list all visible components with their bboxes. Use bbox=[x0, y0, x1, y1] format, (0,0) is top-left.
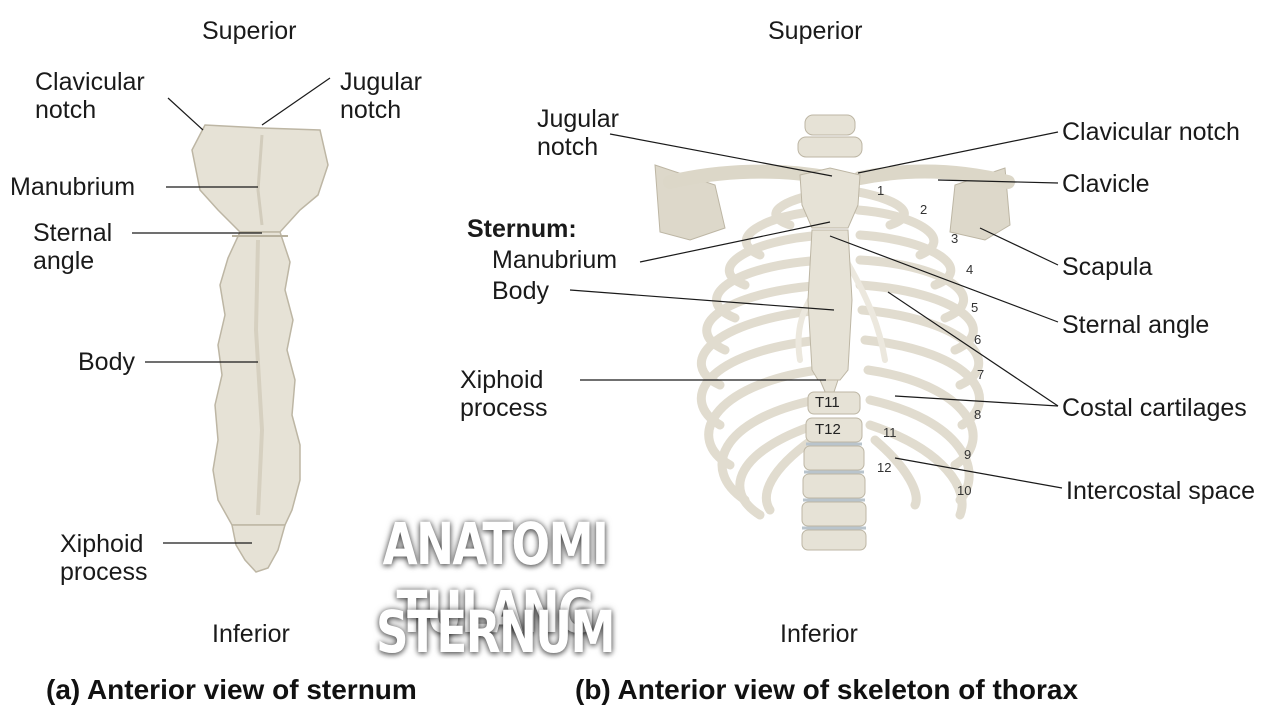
clavicular-notch-label-b: Clavicular notch bbox=[1062, 118, 1240, 146]
xiphoid-process-label-b-line2: process bbox=[460, 394, 548, 422]
clavicular-notch-label-a-line2: notch bbox=[35, 96, 97, 124]
rib-number: 10 bbox=[957, 483, 972, 498]
rib-number: 3 bbox=[951, 231, 959, 246]
jugular-notch-label-b-line1: Jugular bbox=[537, 105, 619, 133]
jugular-notch-label-a-line1: Jugular bbox=[340, 68, 422, 96]
vertebra-label-t11: T11 bbox=[815, 394, 840, 411]
body-label-b: Body bbox=[492, 277, 549, 305]
rib-number: 7 bbox=[977, 367, 985, 382]
jugular-notch-label-a-line2: notch bbox=[340, 96, 402, 124]
inferior-label-b: Inferior bbox=[780, 620, 858, 648]
superior-label-b: Superior bbox=[768, 17, 863, 45]
sternum-illustration bbox=[191, 124, 329, 573]
sternum-heading: Sternum: bbox=[467, 215, 577, 243]
rib-number: 9 bbox=[964, 447, 972, 462]
xiphoid-process-label-b-line1: Xiphoid bbox=[460, 366, 544, 394]
clavicular-notch-label-a-line1: Clavicular bbox=[35, 68, 145, 96]
rib-number: 2 bbox=[920, 202, 928, 217]
sternal-angle-label-b: Sternal angle bbox=[1062, 311, 1210, 339]
manubrium-label-a: Manubrium bbox=[10, 173, 136, 201]
overlay-title-line1: ANATOMI TULANG bbox=[382, 510, 609, 646]
rib-number: 5 bbox=[971, 300, 979, 315]
xiphoid-process-label-a-line1: Xiphoid bbox=[60, 530, 144, 558]
intercostal-space-label: Intercostal space bbox=[1066, 477, 1255, 505]
jugular-notch-label-b-line2: notch bbox=[537, 133, 599, 161]
rib-number: 12 bbox=[877, 460, 892, 475]
superior-label-a: Superior bbox=[202, 17, 297, 45]
scapula-label: Scapula bbox=[1062, 253, 1153, 281]
xiphoid-process-label-a-line2: process bbox=[60, 558, 148, 586]
caption-b: (b) Anterior view of skeleton of thorax bbox=[575, 674, 1079, 705]
inferior-label-a: Inferior bbox=[212, 620, 290, 648]
costal-cartilages-label: Costal cartilages bbox=[1062, 394, 1247, 422]
rib-number: 11 bbox=[883, 425, 897, 440]
rib-number: 6 bbox=[974, 332, 982, 347]
vertebra-label-t12: T12 bbox=[815, 421, 841, 438]
caption-a: (a) Anterior view of sternum bbox=[46, 674, 417, 705]
thorax-illustration bbox=[654, 114, 1015, 551]
body-label-a: Body bbox=[78, 348, 135, 376]
rib-number: 1 bbox=[877, 183, 885, 198]
clavicle-label: Clavicle bbox=[1062, 170, 1150, 198]
sternal-angle-label-a-line1: Sternal bbox=[33, 219, 113, 247]
rib-number: 4 bbox=[966, 262, 974, 277]
sternal-angle-label-a-line2: angle bbox=[33, 247, 95, 275]
manubrium-label-b: Manubrium bbox=[492, 246, 618, 274]
rib-number: 8 bbox=[974, 407, 982, 422]
overlay-title-line2: STERNUM bbox=[376, 598, 615, 666]
